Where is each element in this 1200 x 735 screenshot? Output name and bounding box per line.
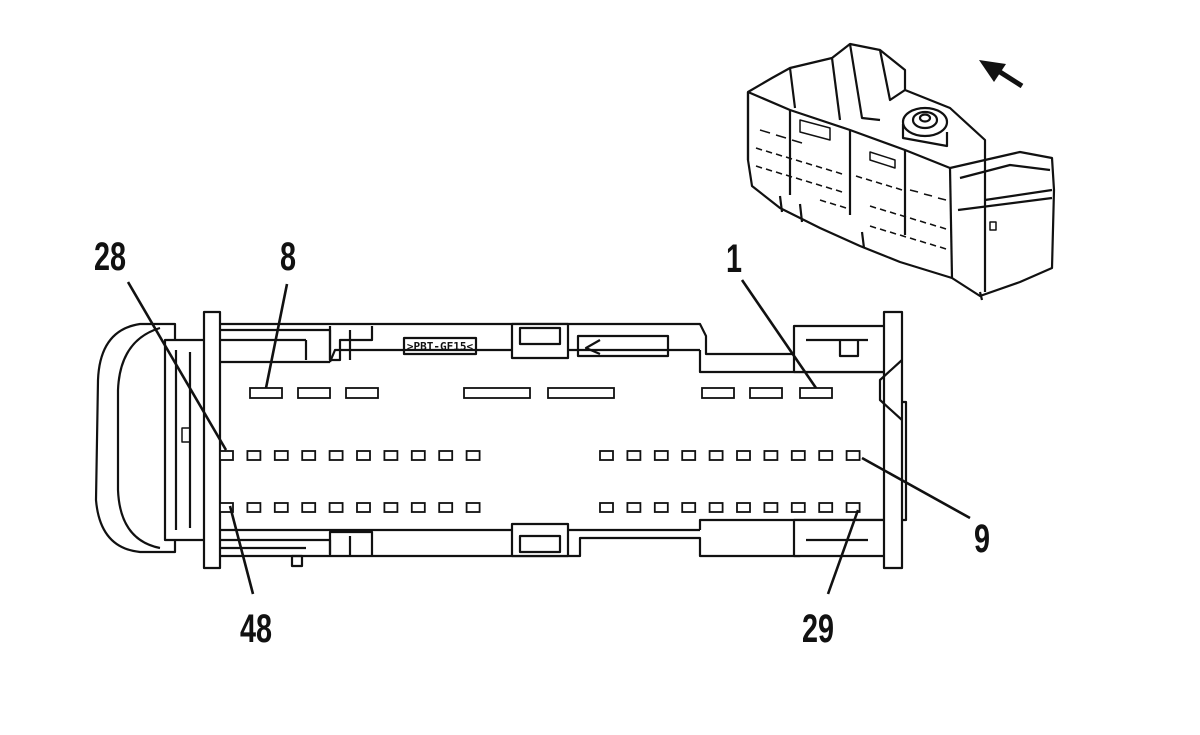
leader-29 <box>826 509 860 595</box>
leader-28 <box>126 281 228 451</box>
pin-cavity <box>681 450 697 461</box>
upper-slot <box>749 387 783 399</box>
pin-cavity <box>356 450 371 461</box>
leader-8 <box>264 283 289 389</box>
pin-cavity <box>599 450 614 461</box>
pin-cavity <box>653 450 669 461</box>
pin-cavity <box>653 502 669 513</box>
pin-cavity <box>599 502 614 513</box>
pin-cavity <box>438 502 454 513</box>
pin-cavity <box>356 502 371 513</box>
pin-cavity <box>763 502 779 513</box>
pin-cavity <box>736 450 751 461</box>
label-pin-1: 1 <box>726 236 742 281</box>
pin-cavity <box>301 502 317 513</box>
pin-cavity <box>328 502 344 513</box>
pin-cavity <box>790 502 806 513</box>
label-pin-48: 48 <box>240 606 272 651</box>
upper-slot <box>701 387 735 399</box>
pin-cavity <box>383 450 399 461</box>
svg-text:>PBT-GF15<: >PBT-GF15< <box>407 340 474 353</box>
pin-cavity <box>246 502 262 513</box>
pin-cavity <box>818 450 834 461</box>
label-pin-28: 28 <box>94 234 126 279</box>
label-pin-29: 29 <box>802 606 834 651</box>
pin-cavity <box>465 450 481 461</box>
pin-labels: 28 8 1 9 48 29 <box>94 234 990 651</box>
pin-cavity <box>626 502 642 513</box>
pin-cavity <box>410 502 426 513</box>
pin-cavity <box>465 502 481 513</box>
pin-cavity <box>763 450 779 461</box>
upper-slot <box>799 387 833 399</box>
pin-cavity <box>708 502 724 513</box>
pin-cavity <box>219 450 234 461</box>
window-marker <box>576 334 670 358</box>
pin-cavity <box>410 450 426 461</box>
pin-cavity <box>383 502 399 513</box>
pin-cavity <box>328 450 344 461</box>
upper-slot <box>547 387 615 399</box>
pin-cavity <box>845 450 861 461</box>
pin-cavity <box>845 502 861 513</box>
arrow-up-left-icon <box>979 60 1024 89</box>
pin-cavity <box>626 450 642 461</box>
upper-slot <box>463 387 531 399</box>
upper-slot <box>345 387 379 399</box>
leader-lines <box>126 279 971 595</box>
label-pin-9: 9 <box>974 516 990 561</box>
upper-slot <box>297 387 331 399</box>
label-pin-8: 8 <box>280 234 296 279</box>
pin-cavity <box>708 450 724 461</box>
pin-cavity <box>273 450 289 461</box>
pin-cavity <box>219 502 234 513</box>
pin-row-upper <box>219 450 861 461</box>
pin-cavity <box>818 502 834 513</box>
pin-cavity <box>681 502 697 513</box>
connector-front-view: >PBT-GF15< <box>94 310 908 570</box>
connector-isometric-icon <box>746 42 1056 301</box>
leader-9 <box>861 456 971 520</box>
pin-row-lower <box>219 502 861 513</box>
pin-cavity <box>301 450 317 461</box>
leader-1 <box>740 279 818 389</box>
upper-slot <box>249 387 283 399</box>
pin-cavity <box>790 450 806 461</box>
pin-cavity <box>438 450 454 461</box>
pin-cavity <box>736 502 751 513</box>
leader-48 <box>228 505 255 595</box>
material-badge: >PBT-GF15< <box>402 336 478 356</box>
pin-cavity <box>246 450 262 461</box>
pin-cavity <box>273 502 289 513</box>
